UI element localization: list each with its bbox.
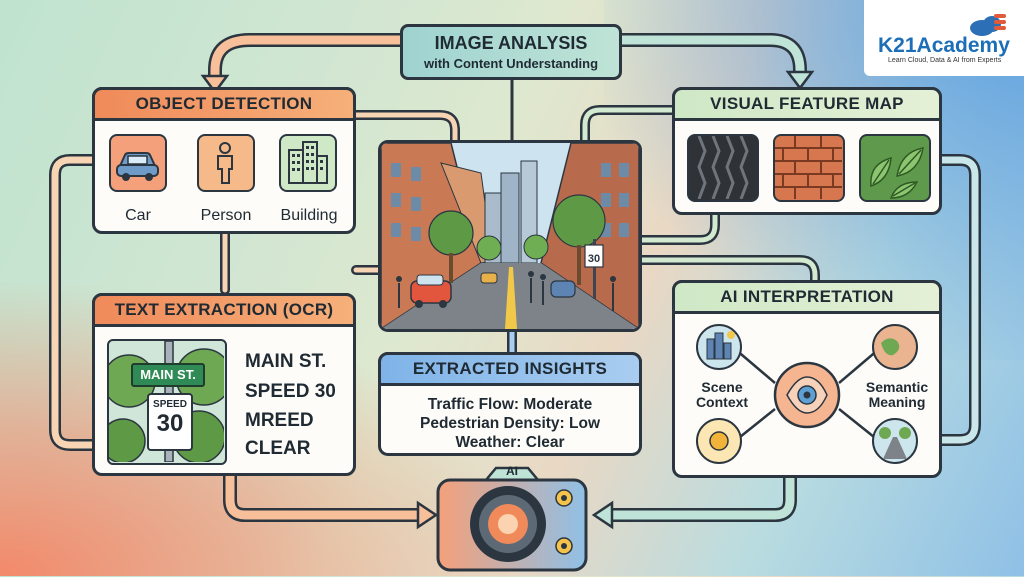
ai-interpretation-panel: AI INTERPRETATION Scene Context Semantic… [672, 280, 942, 478]
text-extraction-header: TEXT EXTRACTION (OCR) [92, 293, 356, 327]
extracted-insights-panel: EXTRACTED INSIGHTS Traffic Flow: Moderat… [378, 352, 642, 456]
person-icon [217, 142, 233, 184]
ai-camera: AI [436, 464, 588, 572]
semantic-meaning-label: Semantic Meaning [865, 379, 929, 410]
street-scene-sign-text: 30 [588, 253, 600, 265]
speed-sign-word: SPEED [153, 399, 187, 410]
ai-interpretation-header: AI INTERPRETATION [672, 280, 942, 314]
tire-texture-icon [697, 135, 749, 200]
insight-weather: Weather: Clear [455, 434, 565, 451]
scene-context-label: Scene Context [695, 379, 749, 410]
building-tile [279, 134, 337, 192]
k21academy-logo: K21Academy Learn Cloud, Data & AI from E… [864, 0, 1024, 76]
person-label: Person [200, 207, 252, 224]
car-label: Car [125, 207, 151, 224]
logo-name: K21Academy [878, 34, 1010, 57]
visual-feature-map-panel: VISUAL FEATURE MAP [672, 87, 942, 215]
ocr-line-2: SPEED 30 [245, 381, 336, 402]
brick-texture-tile [773, 134, 845, 202]
text-extraction-panel: TEXT EXTRACTION (OCR) MAIN ST. SPEED 30 … [92, 293, 356, 476]
insight-traffic: Traffic Flow: Moderate [427, 396, 593, 413]
speed-sign-number: 30 [156, 410, 184, 437]
street-name-sign: MAIN ST. [131, 363, 205, 387]
street-scene-panel: 30 [378, 140, 642, 332]
car-tile [109, 134, 167, 192]
building-label: Building [280, 207, 338, 224]
ocr-line-3: MREED [245, 410, 314, 431]
street-scene-image: 30 [381, 143, 639, 329]
object-detection-panel: OBJECT DETECTION Car Person [92, 87, 356, 234]
title-sub: with Content Understanding [423, 56, 599, 71]
title-main: IMAGE ANALYSIS [434, 33, 588, 53]
camera-ai-label: AI [506, 464, 518, 478]
extracted-insights-header: EXTRACTED INSIGHTS [378, 352, 642, 386]
brick-texture-icon [775, 136, 842, 199]
logo-tagline: Learn Cloud, Data & AI from Experts [888, 57, 1002, 64]
title-box: IMAGE ANALYSIS with Content Understandin… [400, 24, 622, 80]
building-icon [288, 141, 328, 184]
ocr-line-4: CLEAR [245, 438, 311, 459]
car-icon [116, 152, 159, 181]
leaf-texture-tile [859, 134, 931, 202]
ai-network-diagram [696, 324, 918, 464]
ocr-line-1: MAIN ST. [245, 351, 327, 372]
cloud-database-icon [970, 14, 1006, 36]
person-tile [197, 134, 255, 192]
tire-texture-tile [687, 134, 759, 202]
object-detection-header: OBJECT DETECTION [92, 87, 356, 121]
visual-feature-map-header: VISUAL FEATURE MAP [672, 87, 942, 121]
ocr-sign-image: MAIN ST. SPEED 30 [107, 339, 227, 465]
speed-limit-sign: SPEED 30 [147, 393, 193, 451]
leaf-texture-icon [870, 147, 924, 199]
insight-pedestrian: Pedestrian Density: Low [419, 415, 600, 432]
camera-icon [436, 466, 588, 572]
